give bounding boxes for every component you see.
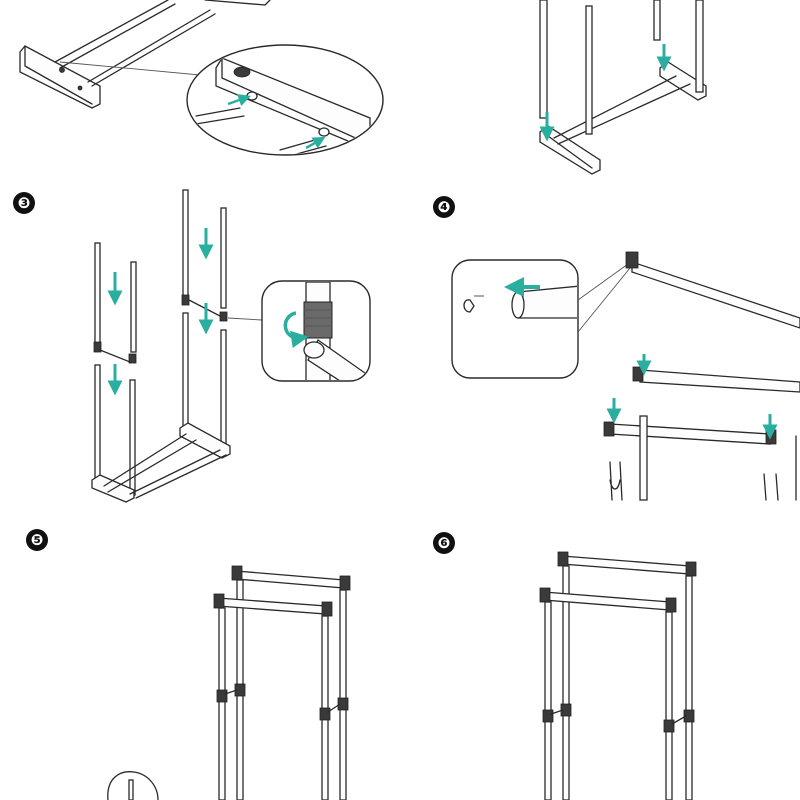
step-3-pole-extension (91, 189, 371, 503)
step-6-frame-complete (539, 551, 697, 800)
step-4-badge: ❹ (433, 196, 455, 218)
step-4-top-bar-attachment (451, 251, 800, 501)
step-1-base-assembly (19, 0, 384, 156)
step-6-badge: ❻ (433, 532, 455, 554)
step-5-badge: ❺ (26, 529, 48, 551)
step-5-frame-assembled (107, 565, 351, 800)
step-3-badge: ❸ (13, 192, 35, 214)
step-2-upright-assembly (539, 0, 707, 175)
